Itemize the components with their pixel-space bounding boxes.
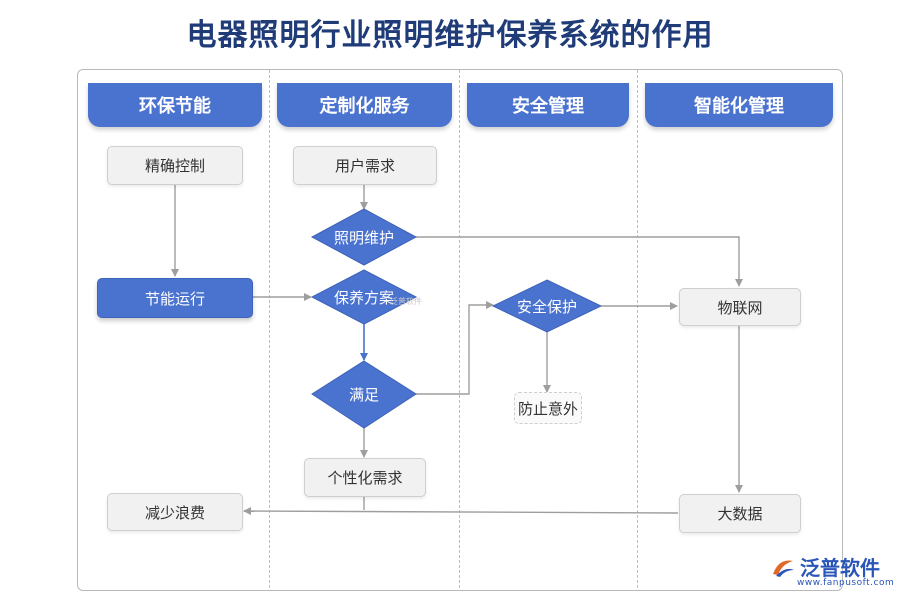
node-safety-protection-label: 安全保护 — [516, 297, 577, 316]
node-precise-control: 精确控制 — [107, 146, 243, 185]
lane-header-smart: 智能化管理 — [645, 83, 833, 127]
diamond-maintenance-plan — [310, 269, 418, 325]
lane-header-safety: 安全管理 — [467, 83, 629, 127]
diamond-safety-protection — [491, 279, 603, 333]
diagram-title: 电器照明行业照明维护保养系统的作用 — [186, 18, 714, 53]
brand-url: www.fanpusoft.com — [797, 578, 895, 588]
brand-name: 泛普软件 — [800, 556, 880, 580]
node-big-data: 大数据 — [679, 494, 801, 533]
connector — [416, 236, 743, 287]
node-lighting-maintenance-label: 照明维护 — [333, 228, 394, 247]
node-iot: 物联网 — [679, 288, 801, 326]
node-prevent-accident: 防止意外 — [514, 392, 582, 424]
node-maintenance-plan-label: 保养方案 — [333, 288, 394, 307]
brand-logo: 泛普软件 — [770, 552, 880, 581]
lane-divider — [269, 70, 270, 588]
node-personal-demand: 个性化需求 — [304, 458, 426, 497]
node-satisfy-label: 满足 — [348, 385, 379, 404]
lane-header-custom: 定制化服务 — [277, 83, 452, 127]
node-energy-operation: 节能运行 — [97, 278, 253, 318]
lane-header-eco: 环保节能 — [88, 83, 262, 127]
brand-logo-icon — [773, 560, 794, 577]
watermark-text: 泛普软件 — [390, 297, 422, 306]
node-user-demand: 用户需求 — [293, 146, 437, 185]
lane-divider — [459, 70, 460, 588]
diamond-lighting-maintenance — [310, 208, 418, 266]
diamond-satisfy — [311, 360, 417, 429]
node-reduce-waste: 减少浪费 — [107, 493, 243, 531]
connector — [416, 301, 494, 395]
connector — [243, 507, 679, 516]
lane-divider — [637, 70, 638, 588]
